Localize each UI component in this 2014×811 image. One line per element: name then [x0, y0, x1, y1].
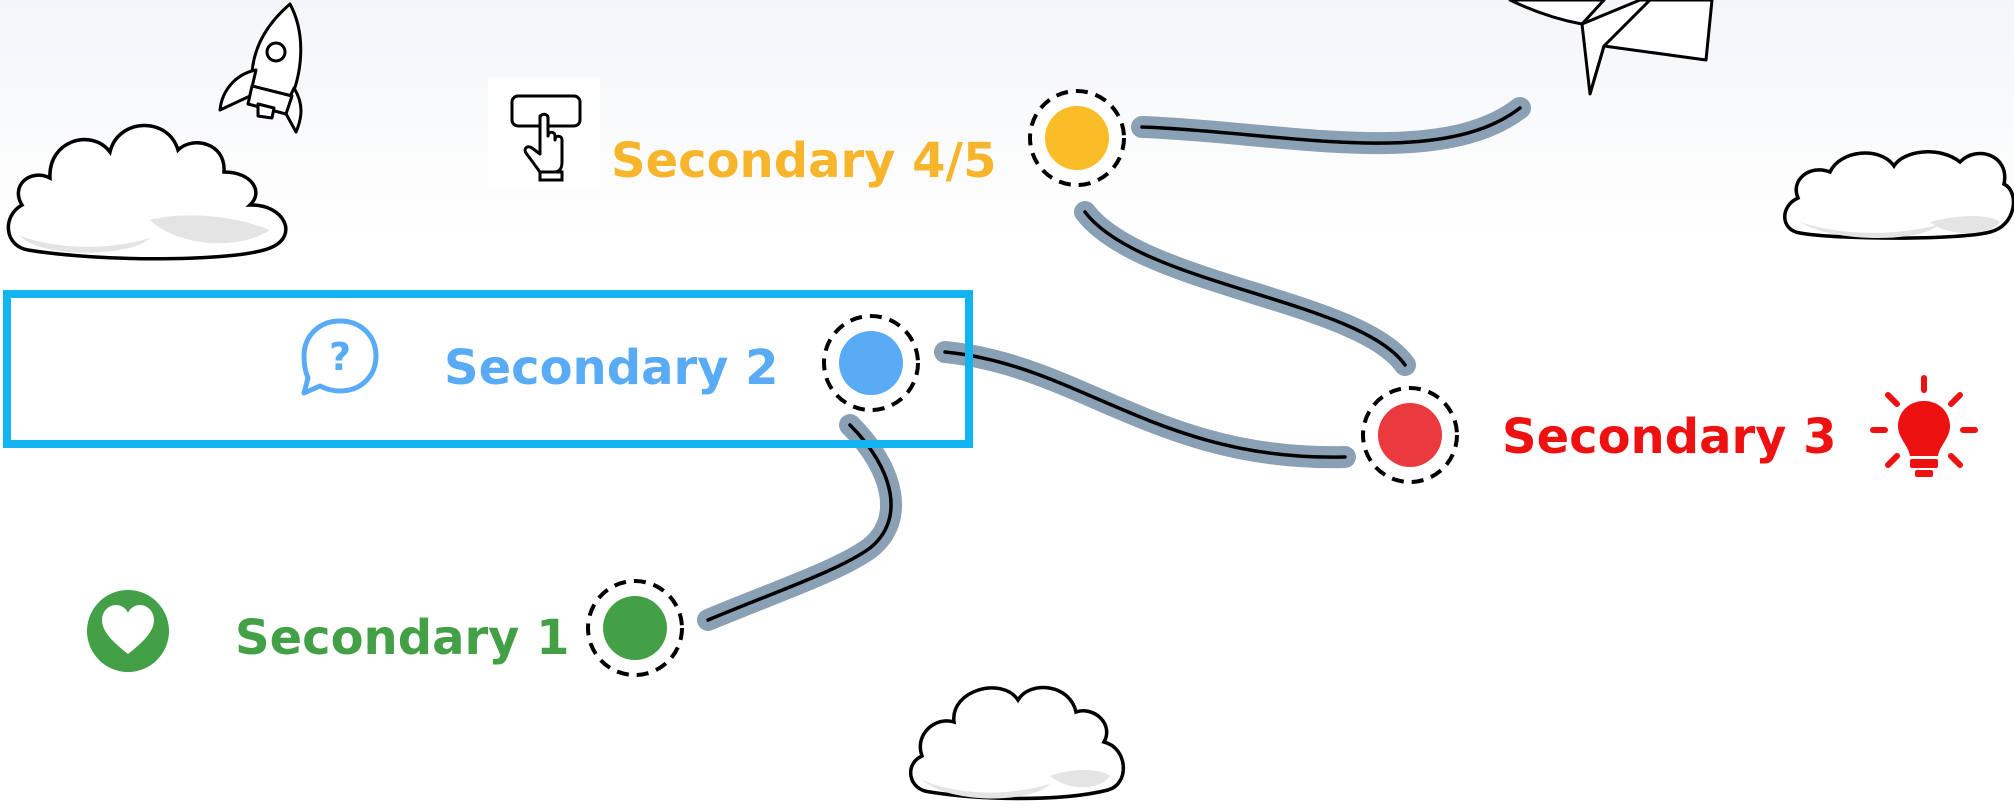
path-secondary-3-to-45 [1074, 201, 1416, 376]
cloud-icon [1783, 150, 2014, 240]
lightbulb-icon [1870, 375, 1978, 477]
cloud-icon [6, 123, 288, 261]
label-secondary-2[interactable]: Secondary 2 [444, 340, 779, 396]
rocket-icon [218, 2, 303, 134]
touch-button-icon-frame [488, 78, 600, 190]
heart-icon [87, 590, 169, 672]
node-secondary-2[interactable] [822, 314, 920, 412]
selection-highlight[interactable] [3, 290, 973, 448]
node-secondary-3[interactable] [1361, 386, 1459, 484]
path-secondary-2-to-3 [934, 341, 1356, 469]
paper-plane-icon [1508, 0, 1714, 96]
label-secondary-3[interactable]: Secondary 3 [1502, 409, 1837, 465]
question-bubble-icon: ? [301, 318, 379, 396]
touch-button-icon [510, 94, 582, 182]
node-secondary-45[interactable] [1028, 89, 1126, 187]
label-secondary-1[interactable]: Secondary 1 [235, 610, 570, 666]
node-secondary-1[interactable] [586, 579, 684, 677]
label-secondary-45[interactable]: Secondary 4/5 [611, 133, 997, 189]
svg-text:?: ? [329, 335, 351, 379]
cloud-icon [908, 685, 1125, 801]
path-secondary-45-onward [1131, 97, 1531, 155]
path-secondary-1-to-2 [697, 414, 902, 631]
